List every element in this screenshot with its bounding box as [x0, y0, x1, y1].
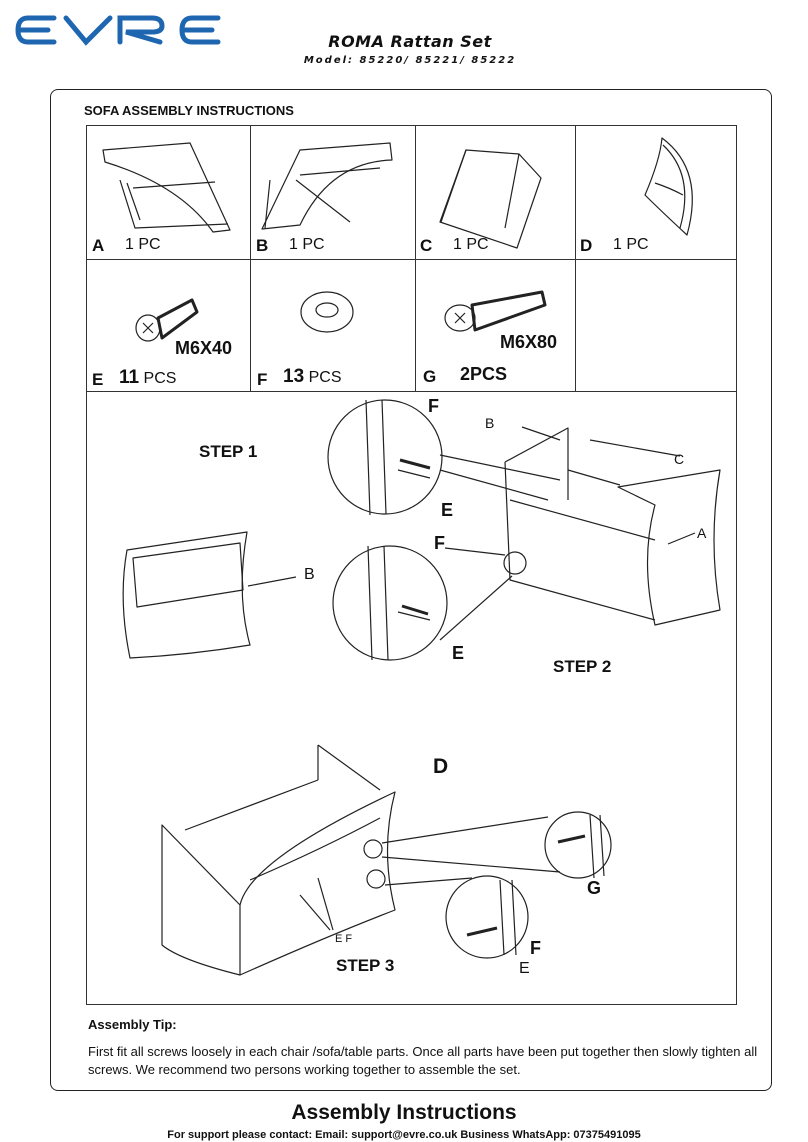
- part-cell-c: [416, 126, 576, 260]
- footer-title: Assembly Instructions: [291, 1101, 517, 1124]
- hardware-cell-f: [251, 260, 416, 392]
- callout-e-bottom: E: [519, 960, 530, 977]
- hardware-count-e: 11 PCS: [119, 367, 176, 389]
- step-3-label: STEP 3: [336, 956, 395, 975]
- part-b-drawing: [261, 142, 393, 230]
- section-title: SOFA ASSEMBLY INSTRUCTIONS: [84, 103, 294, 118]
- part-d-drawing: [644, 137, 693, 236]
- hardware-letter-f: F: [257, 370, 268, 389]
- evre-logo: [15, 15, 221, 46]
- bolt-e-drawing: [135, 298, 199, 342]
- hardware-code-g: M6X80: [500, 332, 558, 352]
- step-1-label: STEP 1: [199, 442, 258, 461]
- callout-e-mid: E: [452, 643, 465, 663]
- callout-b-top: B: [485, 415, 495, 431]
- callout-f-mid: F: [434, 533, 445, 553]
- hardware-letter-e: E: [92, 370, 104, 389]
- step2-sofa: [504, 426, 721, 626]
- step3-zoom-bottom: [445, 875, 529, 959]
- part-qty-b: 1 PC: [289, 236, 325, 253]
- step3-zoom-details: [299, 814, 605, 956]
- part-c-drawing: [439, 149, 542, 249]
- hardware-count-e-unit: PCS: [143, 370, 177, 387]
- part-cell-d: [576, 126, 736, 260]
- callout-a: A: [697, 525, 707, 541]
- part-cell-b: [251, 126, 416, 260]
- step1-panel: [122, 531, 297, 659]
- hardware-count-f: 13 PCS: [283, 366, 342, 388]
- callout-b-step1: B: [304, 566, 315, 583]
- product-title: ROMA Rattan Set: [328, 32, 492, 51]
- hardware-cell-e: [87, 260, 251, 392]
- callout-ef: E F: [335, 933, 353, 945]
- hardware-count-f-unit: PCS: [308, 369, 342, 386]
- instruction-grid: [86, 125, 737, 1005]
- callout-f-bottom: F: [530, 938, 541, 958]
- step2-zoom-bottom: [332, 545, 448, 661]
- callout-f-top: F: [428, 396, 439, 416]
- step2-zoom-target: [503, 551, 527, 575]
- empty-cell: [576, 260, 736, 392]
- part-letter-a: A: [92, 236, 105, 255]
- part-cell-a: [87, 126, 251, 260]
- hardware-count-g: 2PCS: [460, 364, 508, 384]
- hardware-count-f-number: 13: [283, 366, 305, 387]
- hardware-count-e-number: 11: [119, 367, 140, 388]
- hardware-letter-g: G: [423, 367, 437, 386]
- hardware-cell-g: [416, 260, 576, 392]
- support-contact: For support please contact: Email: suppo…: [167, 1129, 641, 1141]
- step2-zoom-top: [327, 399, 443, 515]
- callout-g: G: [587, 878, 602, 898]
- part-a-drawing: [102, 142, 231, 233]
- step3-sofa: [161, 744, 396, 976]
- instruction-frame: [50, 89, 772, 1091]
- part-letter-b: B: [256, 236, 269, 255]
- part-qty-c: 1 PC: [453, 236, 489, 253]
- model-numbers: Model: 85220/ 85221/ 85222: [303, 55, 517, 66]
- washer-f-drawing: [300, 291, 354, 333]
- part-qty-a: 1 PC: [125, 236, 161, 253]
- step2-zoom-details: [365, 399, 561, 661]
- callout-d: D: [433, 755, 449, 778]
- part-letter-d: D: [580, 236, 593, 255]
- assembly-tip-text: First fit all screws loosely in each cha…: [88, 1044, 758, 1077]
- bolt-g-drawing: [444, 290, 547, 332]
- part-letter-c: C: [420, 236, 433, 255]
- part-qty-d: 1 PC: [613, 236, 649, 253]
- step-2-label: STEP 2: [553, 657, 612, 676]
- callout-c: C: [674, 451, 685, 467]
- assembly-tip-title: Assembly Tip:: [88, 1017, 177, 1032]
- callout-e-top: E: [441, 500, 454, 520]
- step3-zoom-top: [544, 811, 612, 879]
- hardware-code-e: M6X40: [175, 338, 233, 358]
